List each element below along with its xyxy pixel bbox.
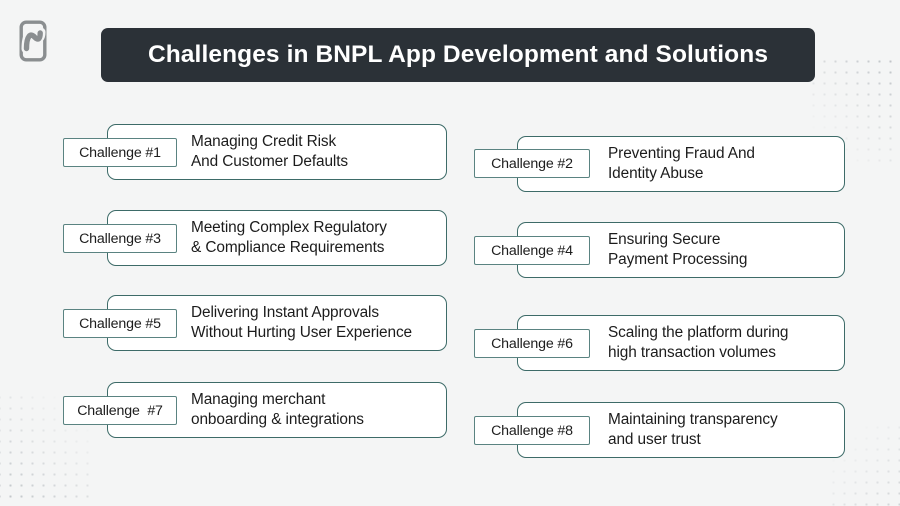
challenge-text-5: Delivering Instant Approvals Without Hur… <box>191 304 413 341</box>
challenge-tag-label-7: Challenge #7 <box>77 402 163 419</box>
challenge-tag-1[interactable]: Challenge #1 <box>63 138 177 167</box>
challenge-card-4[interactable]: Ensuring Secure Payment Processing <box>517 222 845 278</box>
challenge-tag-3[interactable]: Challenge #3 <box>63 224 177 253</box>
challenge-tag-label-8: Challenge #8 <box>491 422 573 439</box>
challenge-tag-label-1: Challenge #1 <box>79 144 161 161</box>
page-title-bar: Challenges in BNPL App Development and S… <box>101 28 815 82</box>
challenge-text-4: Ensuring Secure Payment Processing <box>608 231 748 268</box>
challenge-tag-4[interactable]: Challenge #4 <box>474 236 590 265</box>
challenge-tag-2[interactable]: Challenge #2 <box>474 149 590 178</box>
challenge-text-3: Meeting Complex Regulatory & Compliance … <box>191 219 387 256</box>
challenge-card-8[interactable]: Maintaining transparency and user trust <box>517 402 845 458</box>
challenge-tag-5[interactable]: Challenge #5 <box>63 309 177 338</box>
challenge-text-2: Preventing Fraud And Identity Abuse <box>608 145 755 182</box>
challenge-tag-label-2: Challenge #2 <box>491 155 573 172</box>
challenge-tag-6[interactable]: Challenge #6 <box>474 329 590 358</box>
challenge-text-1: Managing Credit Risk And Customer Defaul… <box>191 133 349 170</box>
challenge-text-7: Managing merchant onboarding & integrati… <box>191 391 364 428</box>
challenge-tag-label-3: Challenge #3 <box>79 230 161 247</box>
challenge-text-6: Scaling the platform during high transac… <box>608 324 789 361</box>
challenge-card-6[interactable]: Scaling the platform during high transac… <box>517 315 845 371</box>
challenge-card-1[interactable]: Managing Credit Risk And Customer Defaul… <box>107 124 447 180</box>
challenge-text-8: Maintaining transparency and user trust <box>608 411 778 448</box>
page-title: Challenges in BNPL App Development and S… <box>147 41 769 68</box>
challenge-tag-label-4: Challenge #4 <box>491 242 573 259</box>
brand-logo-icon <box>18 20 48 62</box>
challenge-tag-8[interactable]: Challenge #8 <box>474 416 590 445</box>
challenge-tag-label-6: Challenge #6 <box>491 335 573 352</box>
challenge-tag-7[interactable]: Challenge #7 <box>63 396 177 425</box>
challenge-tag-label-5: Challenge #5 <box>79 315 161 332</box>
